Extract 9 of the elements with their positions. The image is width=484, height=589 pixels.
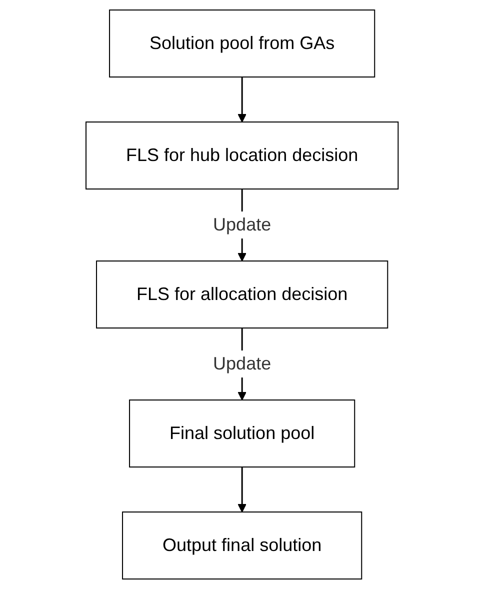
node-box: Solution pool from GAs xyxy=(108,10,376,78)
node-box: Output final solution xyxy=(122,512,362,580)
node-box: FLS for allocation decision xyxy=(96,260,388,328)
edge-label: Update xyxy=(212,354,272,374)
node-box: Final solution pool xyxy=(128,400,356,468)
edge-label: Update xyxy=(212,214,272,234)
node-box: FLS for hub location decision xyxy=(85,122,399,190)
arrow xyxy=(238,77,246,122)
arrow xyxy=(238,467,246,512)
